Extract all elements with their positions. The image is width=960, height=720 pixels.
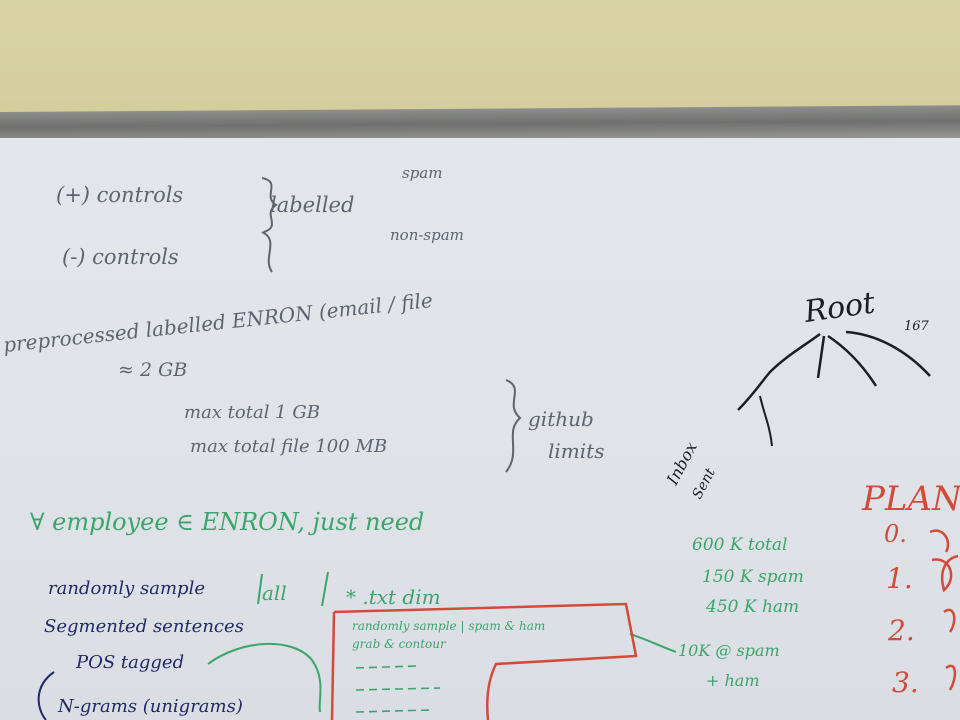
employee-headline: ∀ employee ∈ ENRON, just need [30,508,424,536]
tree-diagram: Root 167 Inbox Sent [662,285,931,502]
all-bar-left [257,573,263,605]
red-box-left [330,611,336,720]
spam-count-text: 150 K spam [702,567,804,587]
plan-item-1: 1. [886,562,913,595]
plan-item-0: 0. [884,520,907,548]
tree-twig [759,395,773,447]
green-notes: ∀ employee ∈ ENRON, just need all * .txt… [30,508,804,713]
pos-arrow-tail [311,659,322,713]
tree-branch-far [845,330,931,377]
controls-brace [261,177,278,233]
tree-count-label: 167 [904,319,930,334]
plan-item-0-scribble [929,529,950,553]
box-text-line2: grab & contour [352,637,447,651]
plan-item-3-scribble [945,664,957,691]
navy-notes: randomly sample Segmented sentences POS … [37,578,244,720]
step-ngrams: N-grams (unigrams) [57,696,243,717]
plan-item-2-scribble [943,608,956,633]
sample-text: 10K @ spam [678,641,780,660]
step-bracket [37,671,55,720]
negative-controls-text: (-) controls [62,245,179,269]
limits-brace [505,379,522,473]
controls-brace-lower [261,231,273,273]
non-spam-label: non-spam [390,226,464,244]
max-total-text: max total 1 GB [184,402,320,423]
max-file-text: max total file 100 MB [190,436,387,457]
box-placeholder-lines [355,665,441,713]
all-text: all [262,581,287,605]
sent-label: Sent [689,465,719,502]
red-box-outline [333,602,638,720]
inbox-label: Inbox [662,439,701,489]
sample-arrow [629,633,677,653]
limits-text: limits [548,439,604,463]
tree-branch-right [827,334,878,387]
tree-root-label: Root [801,285,878,330]
txt-text: * .txt dim [346,585,441,609]
box-text-line1: randomly sample | spam & ham [352,619,545,633]
whiteboard [0,138,960,720]
sample-ham-text: + ham [706,671,760,690]
gray-notes: (+) controls (-) controls labelled spam … [2,164,604,473]
ham-count-text: 450 K ham [705,597,799,617]
plan-item-3: 3. [892,666,919,699]
spam-label: spam [402,164,442,182]
step-pos-tagged: POS tagged [75,652,184,673]
plan-item-1-scribble [931,554,959,593]
labelled-text: labelled [270,193,354,217]
total-text: 600 K total [692,535,787,555]
positive-controls-text: (+) controls [56,183,183,207]
all-bar-right [321,571,329,607]
tree-branch-mid [816,335,826,379]
pos-arrow [207,643,313,665]
preprocessed-line: preprocessed labelled ENRON (email / fil… [2,288,434,357]
plan-title: PLAN [861,479,960,519]
red-notes: randomly sample | spam & ham grab & cont… [330,479,960,720]
github-text: github [528,407,594,431]
size-text: ≈ 2 GB [118,359,187,381]
step-random-sample: randomly sample [48,578,205,599]
tree-branch-left [737,332,821,411]
step-segmented: Segmented sentences [44,616,244,637]
plan-item-2: 2. [887,614,915,647]
